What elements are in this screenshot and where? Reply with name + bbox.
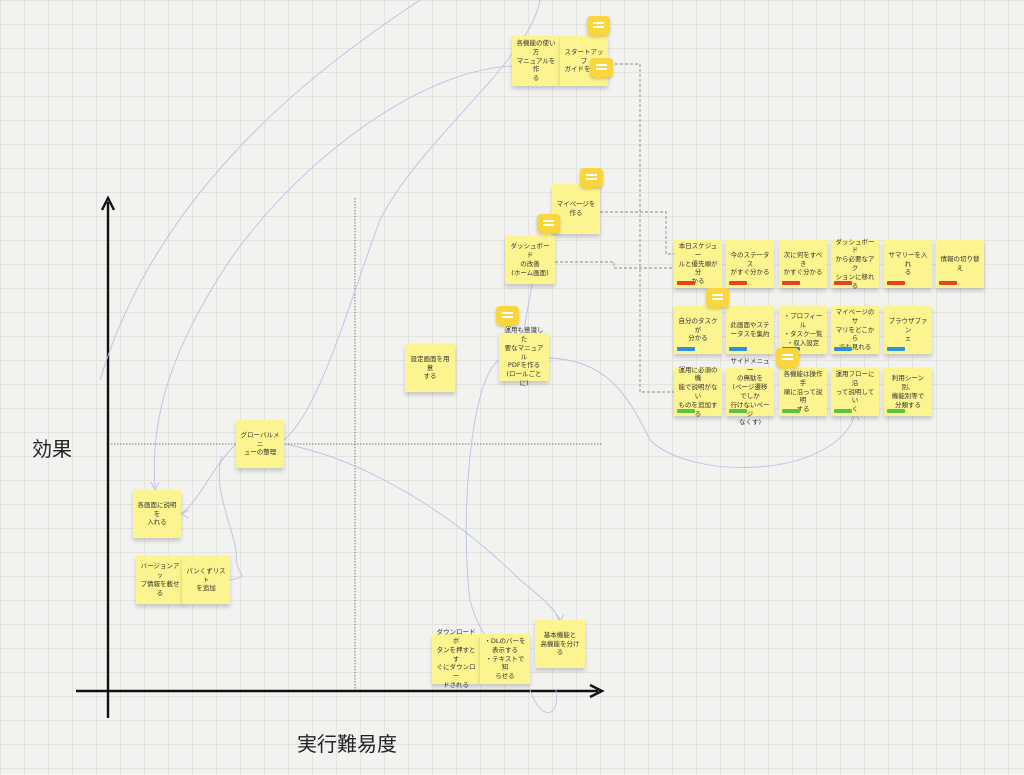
curved-connector	[283, 443, 561, 621]
sticky-note-text: ダッシュボード の改善 (ホーム画面)	[510, 242, 550, 277]
sticky-note-color-tag	[939, 281, 957, 285]
comment-icon[interactable]	[706, 288, 729, 311]
sticky-note[interactable]: パンくずリスト を追加	[182, 556, 230, 604]
sticky-note-color-tag	[887, 281, 905, 285]
sticky-note-text: 設定画面を用意 する	[410, 354, 450, 381]
sticky-note-color-tag	[677, 409, 695, 413]
sticky-note[interactable]: 此画面やステ ータスを集約	[726, 306, 774, 354]
sticky-note-text: パンくずリスト を追加	[186, 566, 226, 593]
sticky-note-text: マイページのサ マリをどこから でも見れる	[835, 308, 875, 352]
comment-icon[interactable]	[580, 168, 603, 191]
sticky-note[interactable]: グローバルメニ ューの整理	[236, 420, 284, 468]
sticky-note-text: バージョンアッ プ情報を載せる	[140, 562, 180, 597]
sticky-note-text: 各機能は操作手 順に沿って説明 する	[783, 370, 823, 414]
sticky-note-text: ・DLのバーを 表示する ・テキストで知 らせる	[484, 637, 526, 681]
sticky-note-color-tag	[729, 347, 747, 351]
sticky-note-text: ダッシュボード から必要なアク ションに移れる	[835, 237, 875, 290]
sticky-note-text: ブラウザブァン ェ	[888, 316, 928, 343]
sticky-note-text: スタートアップ ガイドを作る	[564, 47, 604, 74]
sticky-note-color-tag	[729, 281, 747, 285]
sticky-note-color-tag	[834, 347, 852, 351]
comment-icon[interactable]	[496, 306, 519, 329]
sticky-note-text: ・プロフィール ・タスク一覧 ・収入設定	[783, 312, 823, 347]
sticky-note[interactable]: ダッシュボード の改善 (ホーム画面)	[505, 236, 555, 284]
sticky-note[interactable]: 自分のタスクが 分かる	[674, 306, 722, 354]
curved-connector	[180, 443, 237, 515]
sticky-note[interactable]: マイページを 作る	[552, 184, 600, 234]
y-axis-label: 効果	[32, 437, 72, 461]
sticky-note[interactable]: 次に何をすべき かすぐ分かる	[779, 240, 827, 288]
sticky-note[interactable]: ・DLのバーを 表示する ・テキストで知 らせる	[480, 634, 530, 684]
sticky-note-color-tag	[887, 409, 905, 413]
sticky-note-color-tag	[782, 281, 800, 285]
sticky-note-text: 基本機能と 高機能を分ける	[540, 630, 580, 657]
sticky-note-text: 此画面やステ ータスを集約	[730, 321, 770, 338]
sticky-note-text: 運用も意識した 要なマニュアル PDFを作る (ロールごとに)	[504, 326, 544, 387]
sticky-note-text: 各画面に説明を 入れる	[137, 500, 177, 527]
x-axis-label: 実行難易度	[297, 732, 397, 756]
sticky-note-text: 本日スケジュー ルと優先順が分 かる	[678, 242, 718, 286]
sticky-note-text: サマリーを入れ る	[888, 250, 928, 277]
sticky-note[interactable]: サマリーを入れ る	[884, 240, 932, 288]
dashed-connector	[610, 63, 674, 393]
comment-icon[interactable]	[537, 214, 560, 237]
sticky-note[interactable]: 利用シーン別、 機能別等で 分類する	[884, 368, 932, 416]
sticky-note-text: サイドメニュー の無駄を (ページ遷移でしか 行けないページ なくす)	[730, 356, 770, 427]
curved-connector	[465, 359, 500, 635]
comment-icon[interactable]	[587, 16, 610, 39]
sticky-note-color-tag	[677, 347, 695, 351]
y-axis-arrowhead	[100, 195, 116, 211]
sticky-note[interactable]: ブラウザブァン ェ	[884, 306, 932, 354]
comment-icon[interactable]	[590, 58, 613, 81]
sticky-note[interactable]: 本日スケジュー ルと優先順が分 かる	[674, 240, 722, 288]
sticky-note[interactable]: 各機能の使い方 マニュアルを作 る	[512, 36, 560, 86]
sticky-note[interactable]: 基本機能と 高機能を分ける	[535, 620, 585, 668]
dashed-connector	[555, 261, 674, 269]
sticky-note[interactable]: 設定画面を用意 する	[405, 344, 455, 392]
comment-icon[interactable]	[776, 348, 799, 371]
sticky-note[interactable]: 情報の切り替え	[936, 240, 984, 288]
sticky-note-color-tag	[782, 409, 800, 413]
sticky-note[interactable]: 運用フローに沿 って説明してい く	[831, 368, 879, 416]
sticky-note-text: ダウンロードボ タンを押すとす ぐにダウンロー ドされる	[436, 628, 476, 689]
sticky-note[interactable]: サイドメニュー の無駄を (ページ遷移でしか 行けないページ なくす)	[726, 357, 774, 426]
sticky-note-color-tag	[834, 281, 852, 285]
sticky-note[interactable]: 各機能は操作手 順に沿って説明 する	[779, 368, 827, 416]
sticky-note-text: 自分のタスクが 分かる	[678, 316, 718, 343]
connector-arrowhead	[179, 509, 190, 519]
sticky-note[interactable]: 運用に必須の機 能で説明がない ものを追加する	[674, 365, 722, 418]
sticky-note[interactable]: 今のステータス がすぐ分かる	[726, 240, 774, 288]
sticky-note-text: 各機能の使い方 マニュアルを作 る	[516, 39, 556, 83]
sticky-note-text: 運用に必須の機 能で説明がない ものを追加する	[678, 365, 718, 418]
sticky-note-text: マイページを 作る	[556, 200, 596, 217]
sticky-note-text: 運用フローに沿 って説明してい く	[835, 370, 875, 414]
curved-connector	[153, 65, 513, 489]
dashed-connector	[600, 211, 674, 255]
sticky-note-color-tag	[887, 347, 905, 351]
sticky-note[interactable]: 各画面に説明を 入れる	[133, 490, 181, 538]
x-axis-arrowhead	[589, 683, 605, 699]
sticky-note-color-tag	[677, 281, 695, 285]
sticky-note[interactable]: マイページのサ マリをどこから でも見れる	[831, 306, 879, 354]
sticky-note-color-tag	[834, 409, 852, 413]
sticky-note-text: 次に何をすべき かすぐ分かる	[783, 250, 823, 277]
sticky-note[interactable]: ・プロフィール ・タスク一覧 ・収入設定	[779, 306, 827, 354]
sticky-note-text: 今のステータス がすぐ分かる	[730, 250, 770, 277]
sticky-note[interactable]: 運用も意識した 要なマニュアル PDFを作る (ロールごとに)	[499, 326, 549, 387]
sticky-note[interactable]: ダッシュボード から必要なアク ションに移れる	[831, 237, 879, 290]
sticky-note[interactable]: バージョンアッ プ情報を載せる	[136, 556, 184, 604]
sticky-note-text: グローバルメニ ューの整理	[240, 430, 280, 457]
sticky-note[interactable]: ダウンロードボ タンを押すとす ぐにダウンロー ドされる	[432, 628, 480, 689]
curved-connector	[99, 0, 421, 381]
connector-arrowhead	[150, 481, 160, 492]
sticky-note-text: 利用シーン別、 機能別等で 分類する	[891, 374, 925, 409]
curved-connector	[529, 689, 557, 713]
sticky-note-text: 情報の切り替え	[940, 255, 980, 272]
sticky-note-color-tag	[729, 409, 747, 413]
